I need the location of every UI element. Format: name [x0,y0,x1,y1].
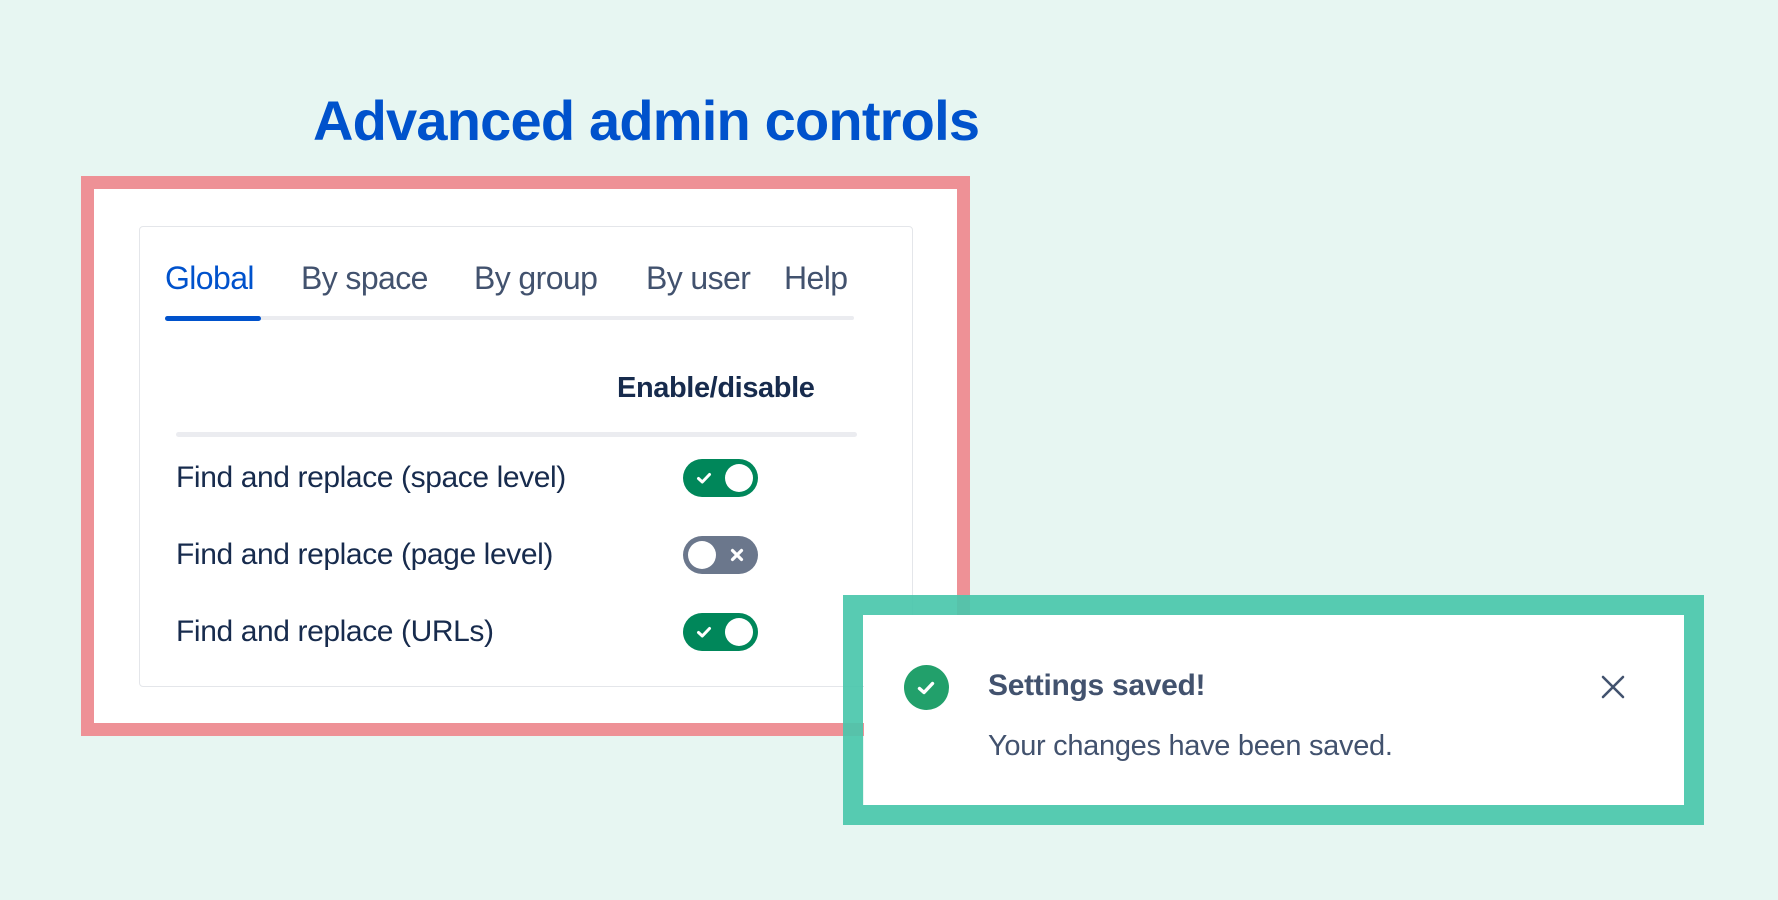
flag-highlight-frame [843,595,1704,825]
column-header-enable-disable: Enable/disable [617,372,815,404]
table-row: Find and replace (URLs) [176,612,776,652]
feature-label: Find and replace (space level) [176,461,566,494]
feature-label: Find and replace (URLs) [176,615,494,648]
table-header-divider [176,432,857,437]
tab-by-space[interactable]: By space [301,260,428,296]
flag-title: Settings saved! [988,669,1206,702]
check-icon [697,627,711,638]
table-row: Find and replace (space level) [176,458,776,498]
success-flag [864,615,1684,805]
tab-by-user[interactable]: By user [646,260,751,296]
page-title: Advanced admin controls [313,89,980,152]
toggle-knob [725,464,753,492]
tab-by-group[interactable]: By group [474,260,598,296]
toggle-knob [725,618,753,646]
close-button[interactable] [1600,674,1626,700]
feature-toggle-urls[interactable] [683,613,758,651]
active-tab-indicator [165,316,261,321]
tab-track [165,316,854,320]
feature-label: Find and replace (page level) [176,538,553,571]
toggle-knob [688,541,716,569]
feature-toggle-space-level[interactable] [683,459,758,497]
flag-description: Your changes have been saved. [988,730,1393,762]
tab-bar: Global By space By group By user Help [165,258,854,322]
tab-help[interactable]: Help [784,260,848,296]
cross-icon [730,548,744,562]
table-row: Find and replace (page level) [176,535,776,575]
tab-global[interactable]: Global [165,260,255,296]
feature-toggle-page-level[interactable] [683,536,758,574]
close-icon [1601,675,1625,699]
settings-card [139,226,913,687]
success-check-icon [904,665,949,710]
check-icon [697,473,711,484]
